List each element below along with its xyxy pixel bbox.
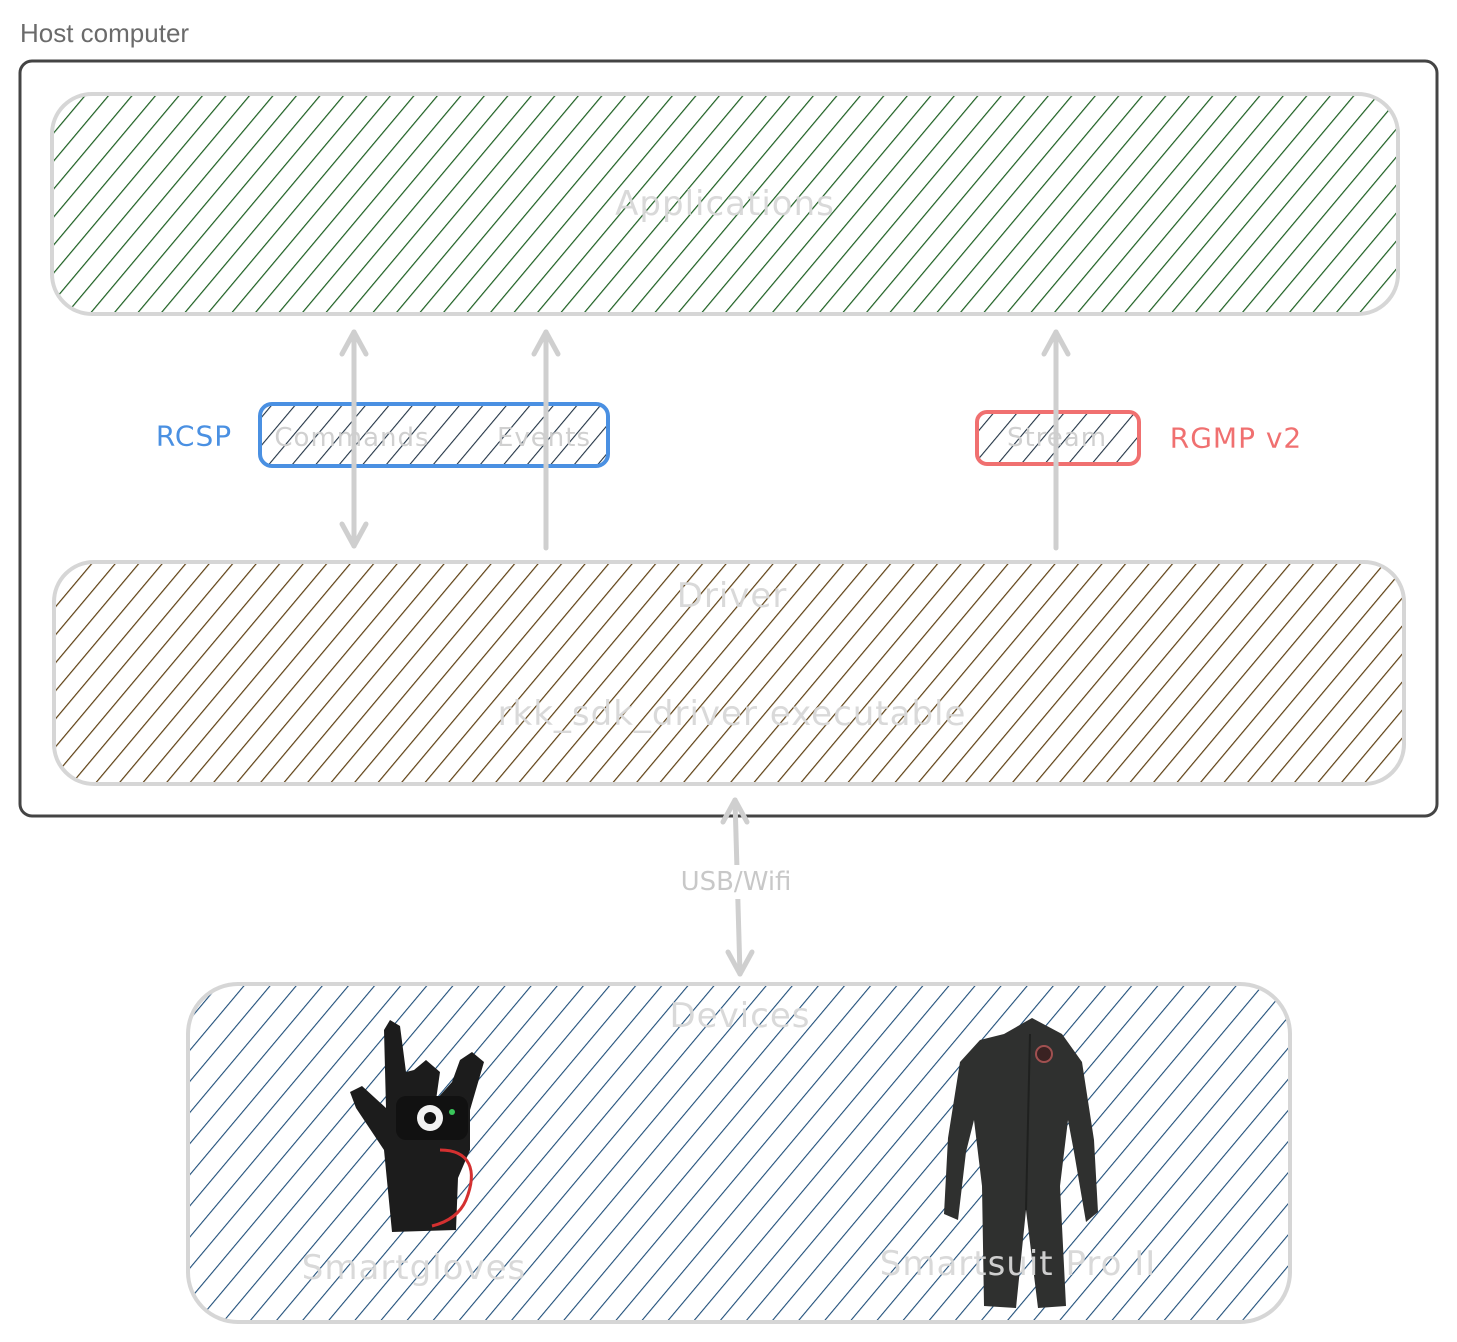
rcsp-box — [258, 402, 610, 468]
smartgloves-label: Smartgloves — [301, 1248, 527, 1288]
driver-executable-label: rkk_sdk_driver executable — [497, 694, 967, 734]
driver-label: Driver — [676, 576, 788, 616]
commands-arrowhead-up — [339, 329, 369, 357]
usb-wifi-label: USB/Wifi — [676, 865, 796, 899]
events-arrowhead-up — [531, 329, 561, 357]
applications-label: Applications — [615, 184, 835, 224]
applications-box — [50, 92, 1400, 316]
commands-label: Commands — [274, 423, 430, 453]
smartsuit-label: Smartsuit Pro II — [879, 1244, 1157, 1284]
devices-label: Devices — [669, 996, 811, 1036]
usb-arrowhead-down — [725, 949, 755, 977]
usb-arrowhead-up — [720, 797, 750, 825]
rcsp-protocol-label: RCSP — [155, 419, 233, 453]
commands-arrowhead-down — [339, 521, 369, 549]
events-label: Events — [496, 423, 592, 453]
driver-box — [52, 560, 1406, 786]
stream-arrowhead-up — [1041, 329, 1071, 357]
suit-icon — [944, 1018, 1098, 1308]
glove-icon — [350, 1020, 484, 1232]
host-computer-title: Host computer — [20, 18, 190, 48]
stream-label: Stream — [1006, 423, 1108, 453]
rgmp-protocol-label: RGMP v2 — [1169, 421, 1303, 455]
